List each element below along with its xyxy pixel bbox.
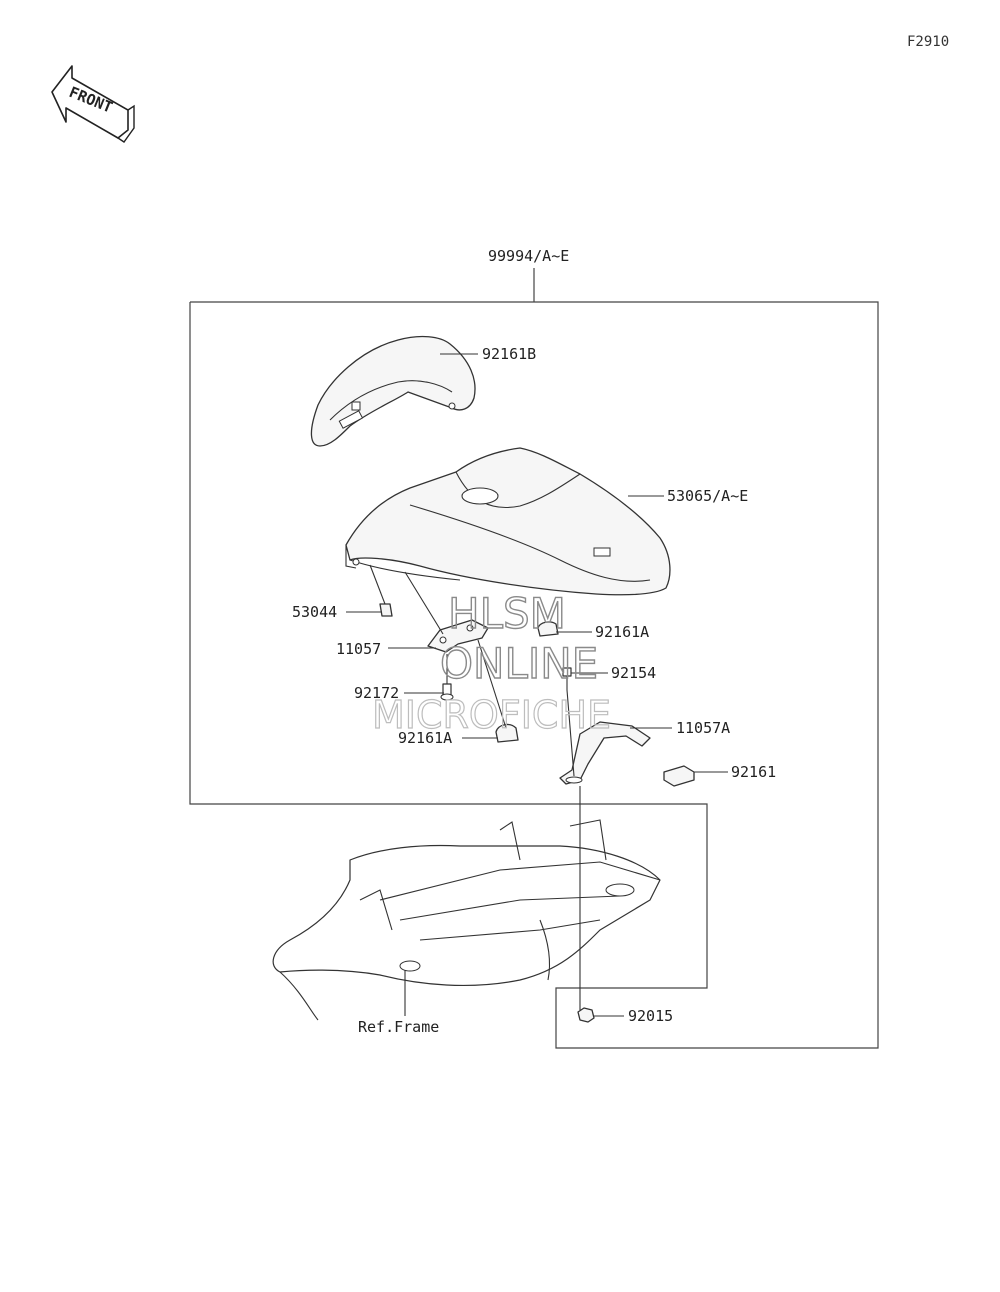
watermark: HLSM ONLINE MICROFICHE — [371, 588, 611, 737]
assembly-label: 99994/A~E — [488, 247, 569, 265]
frame-reference — [272, 819, 661, 1021]
callout-92015: 92015 — [628, 1007, 673, 1025]
part-92161A-lower — [477, 639, 519, 743]
callout-11057A: 11057A — [676, 719, 730, 737]
assembly-box — [189, 268, 879, 1049]
part-92161 — [663, 765, 695, 787]
callout-11057: 11057 — [336, 640, 381, 658]
part-92015 — [566, 689, 595, 1023]
part-53065 — [345, 447, 671, 596]
callout-92161B: 92161B — [482, 345, 536, 363]
callout-92161A-lower: 92161A — [398, 729, 452, 747]
front-arrow-icon: FRONT — [51, 65, 135, 143]
callout-ref-frame: Ref.Frame — [358, 1018, 439, 1036]
watermark-line3: MICROFICHE — [372, 693, 611, 737]
callout-92154: 92154 — [611, 664, 656, 682]
callout-92172: 92172 — [354, 684, 399, 702]
part-92161B — [310, 335, 476, 447]
callout-92161: 92161 — [731, 763, 776, 781]
callout-92161A-upper: 92161A — [595, 623, 649, 641]
part-11057 — [404, 571, 489, 653]
part-11057A — [559, 721, 651, 785]
leader-lines — [346, 353, 728, 1017]
figure-code: F2910 — [907, 34, 949, 50]
part-92172 — [440, 654, 454, 701]
callout-53065: 53065/A~E — [667, 487, 748, 505]
callout-53044: 53044 — [292, 603, 337, 621]
part-92154 — [562, 667, 572, 690]
watermark-line1: HLSM — [448, 589, 566, 638]
watermark-line2: ONLINE — [440, 639, 598, 688]
part-53044 — [369, 564, 393, 617]
